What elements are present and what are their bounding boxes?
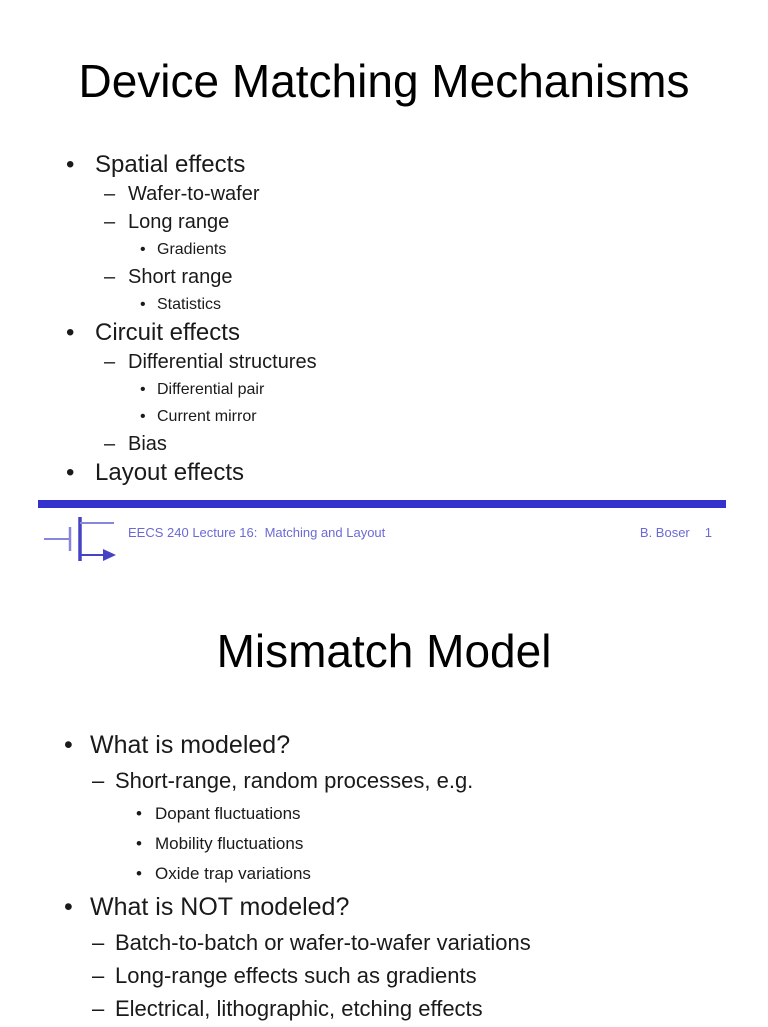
slide-2-title: Mismatch Model bbox=[216, 625, 552, 677]
dot-bullet-icon: • bbox=[66, 151, 75, 178]
bullet-item-level-3: • Gradients bbox=[0, 236, 768, 263]
footer-page-number: 1 bbox=[704, 525, 712, 540]
bullet-item-level-2: –Short-range, random processes, e.g. bbox=[0, 766, 768, 796]
bullet-text: Dopant fluctuations bbox=[155, 804, 301, 823]
slide-1-bullet-list: •Spatial effects–Wafer-to-wafer–Long ran… bbox=[0, 150, 768, 488]
bullet-text: Short-range, random processes, e.g. bbox=[115, 768, 474, 793]
divider-bar bbox=[38, 500, 726, 508]
bullet-text: Wafer-to-wafer bbox=[128, 183, 260, 205]
bullet-item-level-3: • Differential pair bbox=[0, 376, 768, 403]
bullet-text: Oxide trap variations bbox=[155, 864, 311, 883]
bullet-text: Long-range effects such as gradients bbox=[115, 963, 477, 988]
dash-bullet-icon: – bbox=[92, 996, 105, 1021]
dot-bullet-icon: • bbox=[136, 864, 142, 883]
bullet-text: Electrical, lithographic, etching effect… bbox=[115, 996, 483, 1021]
bullet-item-level-3: • Mobility fluctuations bbox=[0, 829, 768, 858]
dot-bullet-icon: • bbox=[136, 804, 142, 823]
bullet-text: Long range bbox=[128, 211, 230, 233]
bullet-item-level-3: • Statistics bbox=[0, 291, 768, 318]
dot-bullet-icon: • bbox=[140, 296, 146, 313]
footer-author-page: B. Boser 1 bbox=[640, 525, 712, 540]
slide-1-footer: EECS 240 Lecture 16: Matching and Layout… bbox=[0, 508, 768, 564]
dash-bullet-icon: – bbox=[104, 351, 116, 373]
dash-bullet-icon: – bbox=[92, 963, 105, 988]
bullet-text: Layout effects bbox=[95, 459, 244, 486]
bullet-text: Short range bbox=[128, 266, 233, 288]
bullet-item-level-2: –Differential structures bbox=[0, 348, 768, 376]
bullet-item-level-2: –Long range bbox=[0, 208, 768, 236]
bullet-text: Differential structures bbox=[128, 351, 317, 373]
bullet-text: Current mirror bbox=[157, 408, 257, 425]
bullet-item-level-1: • Circuit effects bbox=[0, 318, 768, 348]
bullet-text: Spatial effects bbox=[95, 151, 246, 178]
bullet-text: Gradients bbox=[157, 241, 227, 258]
bullet-text: Batch-to-batch or wafer-to-wafer variati… bbox=[115, 930, 531, 955]
bullet-item-level-2: –Short range bbox=[0, 263, 768, 291]
bullet-item-level-1: • Spatial effects bbox=[0, 150, 768, 180]
footer-author: B. Boser bbox=[639, 525, 690, 540]
dot-bullet-icon: • bbox=[66, 459, 75, 486]
dot-bullet-icon: • bbox=[66, 319, 75, 346]
bullet-item-level-3: • Dopant fluctuations bbox=[0, 799, 768, 828]
dot-bullet-icon: • bbox=[64, 893, 73, 921]
bullet-text: What is NOT modeled? bbox=[90, 893, 350, 921]
dot-bullet-icon: • bbox=[140, 381, 146, 398]
dash-bullet-icon: – bbox=[92, 768, 105, 793]
bullet-item-level-2: –Electrical, lithographic, etching effec… bbox=[0, 994, 768, 1024]
dash-bullet-icon: – bbox=[104, 183, 116, 205]
dash-bullet-icon: – bbox=[104, 266, 116, 288]
bullet-item-level-2: –Wafer-to-wafer bbox=[0, 180, 768, 208]
dot-bullet-icon: • bbox=[136, 834, 142, 853]
bullet-item-level-2: –Batch-to-batch or wafer-to-wafer variat… bbox=[0, 928, 768, 958]
slide-2-bullet-list: •What is modeled?–Short-range, random pr… bbox=[0, 728, 768, 1027]
bullet-item-level-2: –Long-range effects such as gradients bbox=[0, 961, 768, 991]
slide-1-title: Device Matching Mechanisms bbox=[78, 55, 690, 107]
mosfet-transistor-icon bbox=[44, 517, 116, 561]
bullet-text: What is modeled? bbox=[90, 731, 291, 759]
bullet-item-level-3: • Oxide trap variations bbox=[0, 859, 768, 888]
dot-bullet-icon: • bbox=[140, 408, 146, 425]
dot-bullet-icon: • bbox=[64, 731, 73, 759]
dash-bullet-icon: – bbox=[104, 211, 116, 233]
footer-course-label: EECS 240 Lecture 16: Matching and Layout bbox=[128, 525, 386, 540]
dot-bullet-icon: • bbox=[140, 241, 146, 258]
dash-bullet-icon: – bbox=[104, 433, 116, 455]
bullet-text: Bias bbox=[128, 433, 167, 455]
bullet-item-level-1: • What is modeled? bbox=[0, 728, 768, 762]
dash-bullet-icon: – bbox=[92, 930, 105, 955]
bullet-text: Differential pair bbox=[157, 381, 265, 398]
bullet-text: Statistics bbox=[157, 296, 222, 313]
bullet-item-level-3: • Current mirror bbox=[0, 403, 768, 430]
bullet-text: Circuit effects bbox=[95, 319, 240, 346]
bullet-item-level-1: • Layout effects bbox=[0, 458, 768, 488]
bullet-text: Mobility fluctuations bbox=[155, 834, 304, 853]
bullet-item-level-1: • What is NOT modeled? bbox=[0, 890, 768, 924]
bullet-item-level-2: –Bias bbox=[0, 430, 768, 458]
